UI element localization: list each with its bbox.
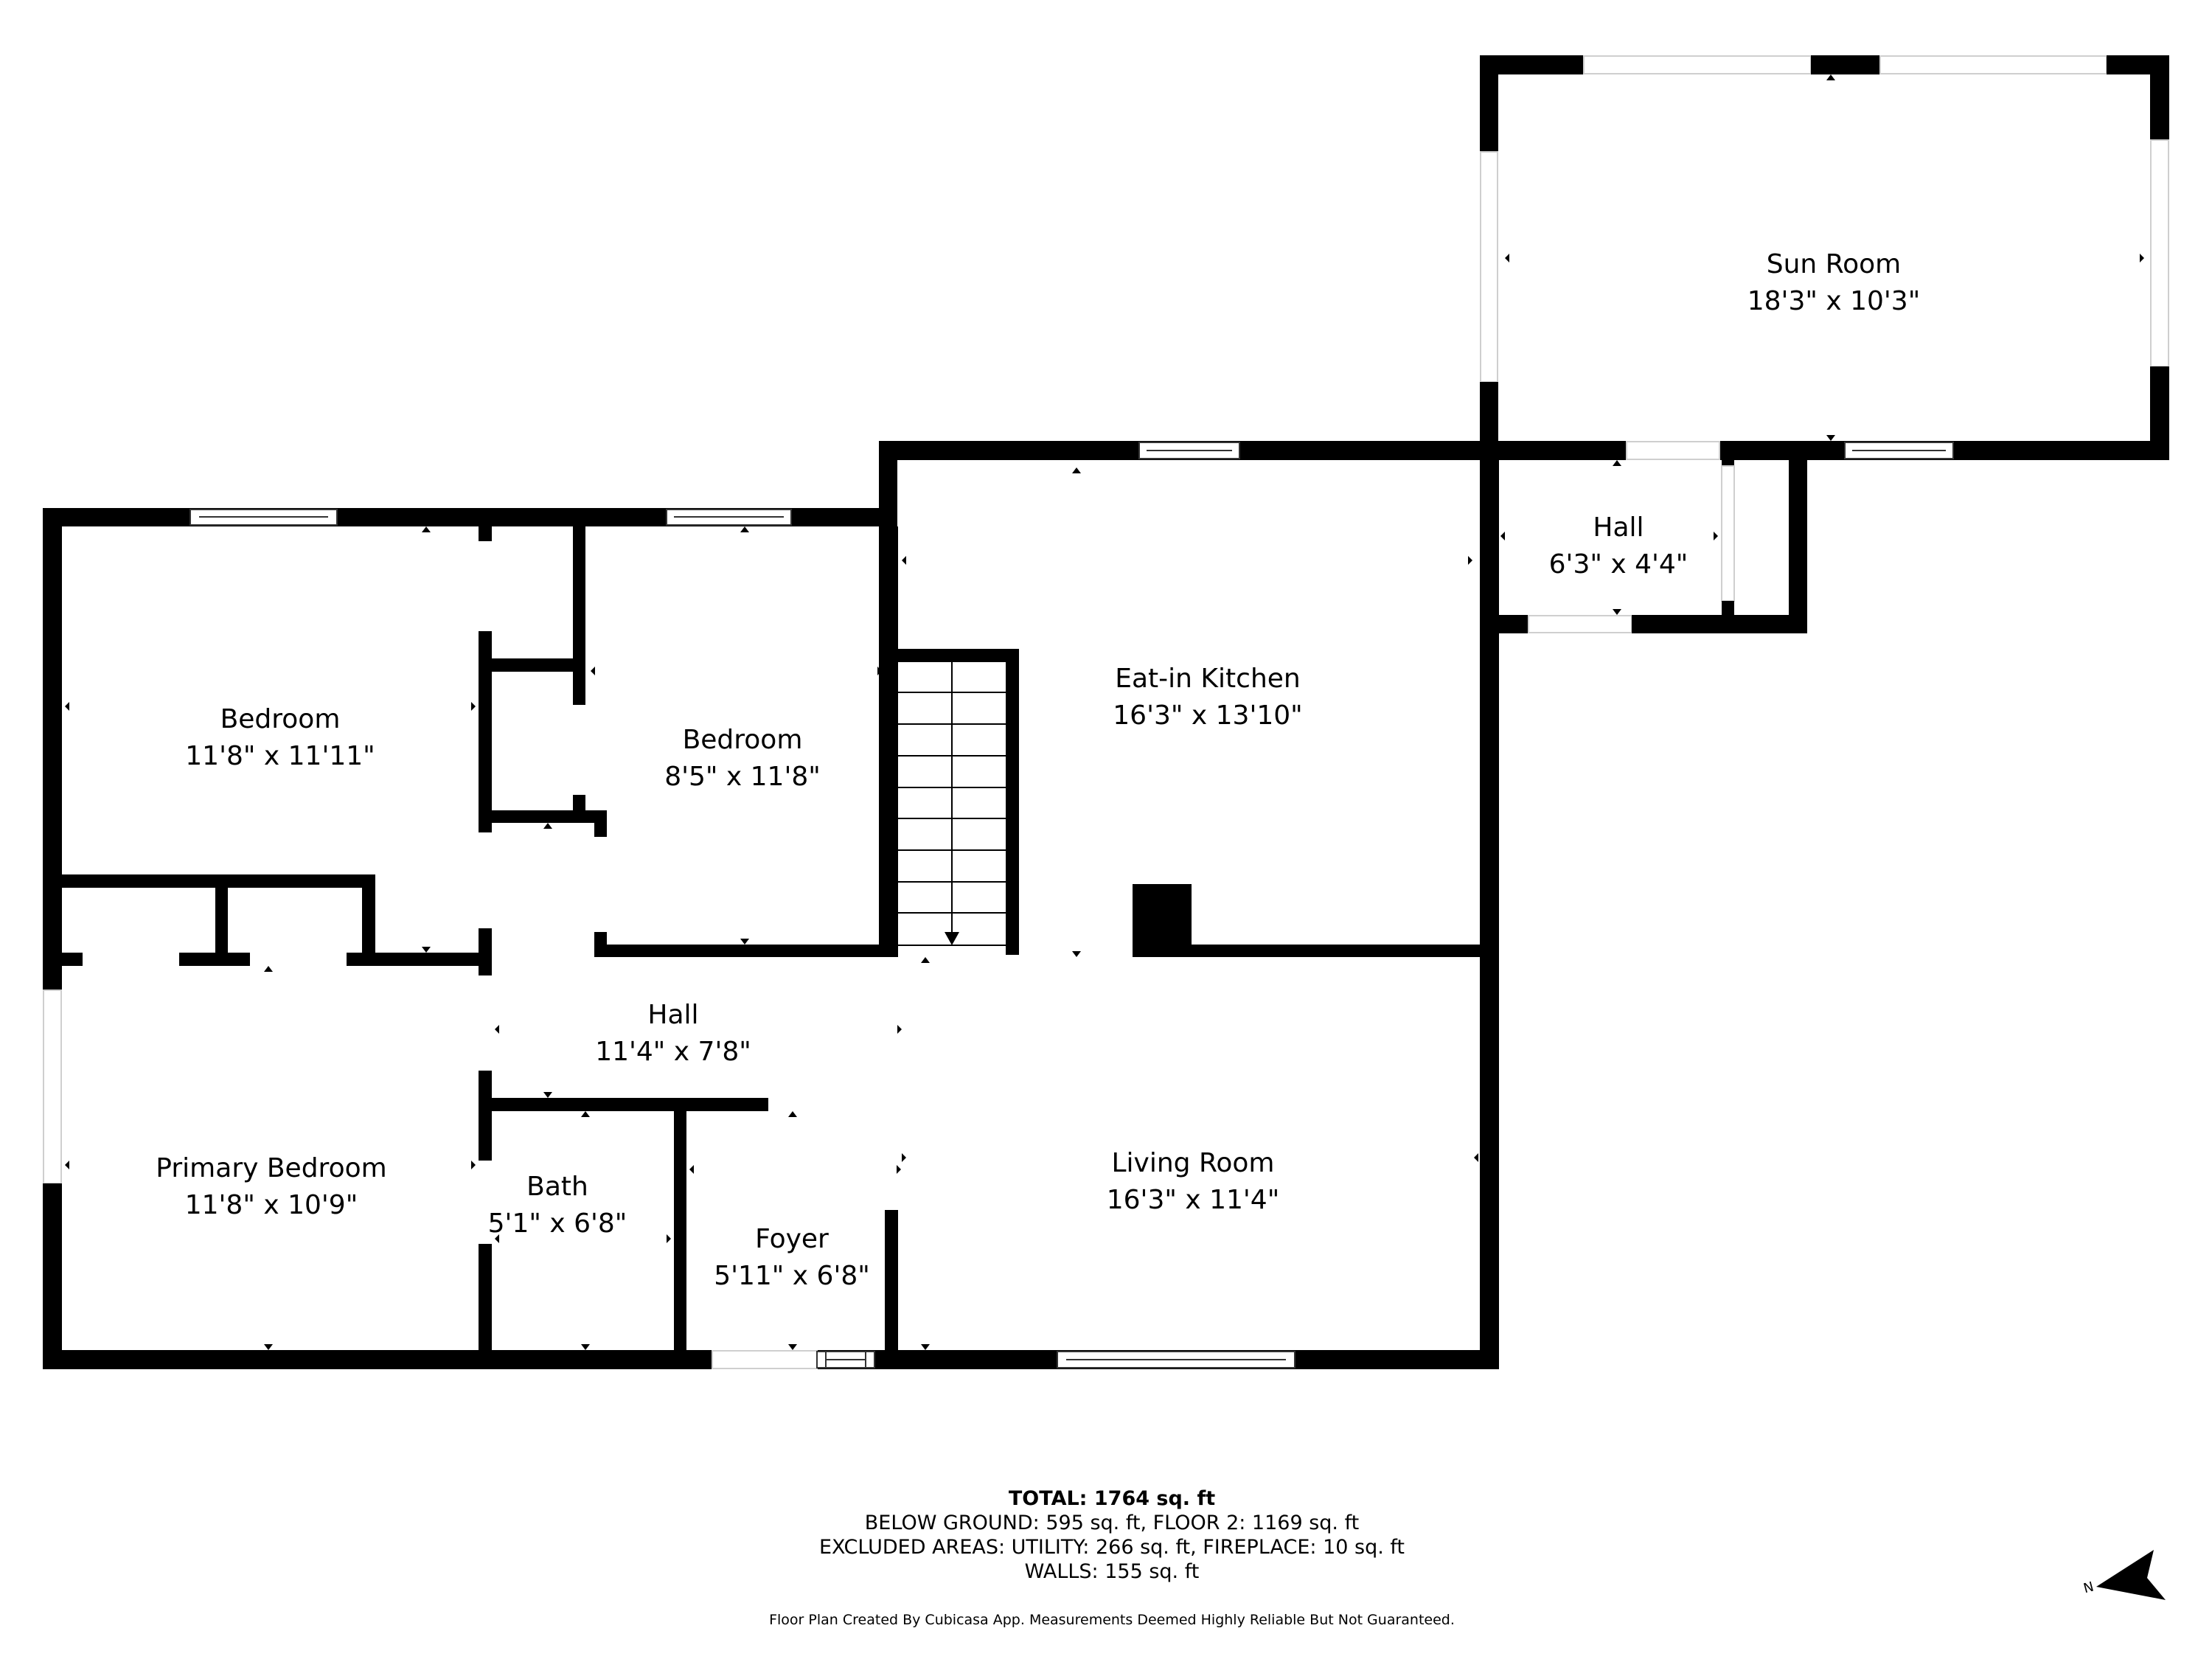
- room-name: Bath: [526, 1172, 588, 1202]
- room-name: Bedroom: [220, 704, 341, 734]
- room-label-bedroom-2: Bedroom 8'5" x 11'8": [664, 722, 821, 796]
- room-label-foyer: Foyer 5'11" x 6'8": [714, 1221, 870, 1295]
- room-dimensions: 11'4" x 7'8": [595, 1037, 751, 1067]
- room-name: Eat-in Kitchen: [1115, 664, 1301, 694]
- room-name: Living Room: [1111, 1148, 1275, 1178]
- floor-areas: BELOW GROUND: 595 sq. ft, FLOOR 2: 1169 …: [864, 1512, 1360, 1534]
- excluded-areas: EXCLUDED AREAS: UTILITY: 266 sq. ft, FIR…: [818, 1536, 1405, 1559]
- room-label-sun-room: Sun Room 18'3" x 10'3": [1747, 246, 1921, 320]
- staircase: [897, 662, 1006, 946]
- room-label-bedroom-1: Bedroom 11'8" x 11'11": [185, 701, 375, 775]
- total-area: TOTAL: 1764 sq. ft: [1008, 1487, 1216, 1510]
- room-label-bath: Bath 5'1" x 6'8": [488, 1169, 627, 1242]
- room-label-primary-bedroom: Primary Bedroom 11'8" x 10'9": [156, 1150, 386, 1224]
- room-dimensions: 5'1" x 6'8": [487, 1208, 627, 1239]
- main-outer-walls: [43, 441, 1499, 1369]
- room-dimensions: 18'3" x 10'3": [1747, 286, 1921, 316]
- room-dimensions: 8'5" x 11'8": [664, 762, 821, 792]
- room-label-hall-small: Hall 6'3" x 4'4": [1549, 509, 1688, 583]
- room-dimensions: 6'3" x 4'4": [1548, 549, 1688, 580]
- room-dimensions: 16'3" x 13'10": [1113, 700, 1303, 731]
- room-dimensions: 11'8" x 10'9": [184, 1190, 358, 1220]
- sun-room-walls: [1475, 55, 2169, 493]
- wall-area: WALLS: 155 sq. ft: [1024, 1560, 1200, 1583]
- small-hall-walls: [1480, 460, 1807, 779]
- fireplace: [1133, 884, 1192, 957]
- dimension-markers: [65, 74, 2144, 1350]
- room-label-living-room: Living Room 16'3" x 11'4": [1107, 1145, 1280, 1219]
- room-name: Primary Bedroom: [156, 1153, 387, 1183]
- room-label-hall-main: Hall 11'4" x 7'8": [595, 997, 751, 1071]
- room-dimensions: 5'11" x 6'8": [714, 1261, 870, 1291]
- area-summary: TOTAL: 1764 sq. ft BELOW GROUND: 595 sq.…: [819, 1486, 1405, 1584]
- interior-walls: [62, 526, 1480, 1350]
- room-name: Hall: [647, 1000, 699, 1030]
- room-label-kitchen: Eat-in Kitchen 16'3" x 13'10": [1113, 661, 1302, 734]
- stair-direction-arrow-icon: [945, 932, 959, 945]
- disclaimer: Floor Plan Created By Cubicasa App. Meas…: [769, 1612, 1455, 1628]
- room-name: Bedroom: [682, 725, 803, 755]
- room-dimensions: 16'3" x 11'4": [1106, 1185, 1280, 1215]
- north-arrow-icon: [2096, 1550, 2166, 1600]
- room-name: Foyer: [755, 1224, 829, 1254]
- room-name: Hall: [1593, 512, 1644, 543]
- room-dimensions: 11'8" x 11'11": [185, 741, 375, 771]
- room-name: Sun Room: [1766, 249, 1902, 279]
